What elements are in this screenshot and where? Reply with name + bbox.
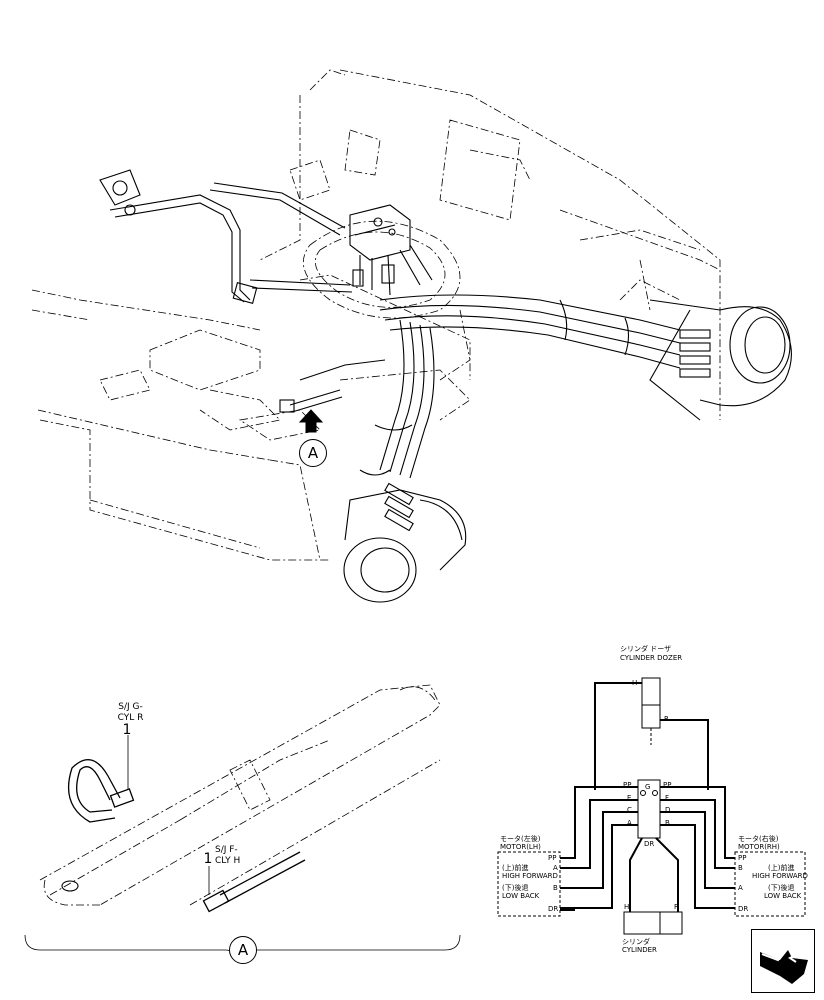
frame-phantom-lines [31,69,721,561]
right-port-b: B [738,864,743,872]
joint-b: B [665,819,670,827]
next-page-arrow-icon [760,942,809,984]
hose-2-label: S/J F- CLY H [215,845,241,866]
left-high-en: HIGH FORWARD [502,872,558,880]
right-travel-motor [649,299,792,421]
left-motor-jp: モータ(左後) [500,835,541,843]
upper-hose-assembly [99,169,353,304]
callout-a-detail: A [229,936,257,964]
hose-2-number: 1 [203,851,213,867]
joint-c: C [627,806,632,814]
right-high-en: HIGH FORWARD [752,872,808,880]
dozer-port-r: R [664,715,669,723]
dozer-cylinder-jp: シリンダ ドーザ [620,645,672,653]
right-port-pp: PP [738,854,747,862]
view-arrow [298,409,324,433]
hose-1-label-top: S/J G- CYL R [117,702,144,723]
left-motor-en: MOTOR(LH) [500,843,541,851]
callout-a-main: A [299,439,327,467]
right-hose-bundle [379,294,711,378]
bottom-cylinder-jp: シリンダ [622,938,650,946]
joint-pp-right: PP [663,781,672,789]
right-port-a: A [738,884,743,892]
hose-s-j-f-cly-h [202,851,306,913]
next-page-button[interactable] [751,929,815,993]
dozer-hose-fitting [279,359,386,413]
right-motor-jp: モータ(右後) [738,835,779,843]
bottom-port-h: H [624,903,630,911]
left-port-a: A [553,864,558,872]
joint-f: F [665,794,670,802]
left-port-dr: DR [548,905,559,913]
right-low-en: LOW BACK [764,892,802,900]
left-port-b: B [553,884,558,892]
right-low-jp: (下)後退 [768,884,795,892]
hose-1-number: 1 [122,722,132,738]
main-assembly-drawing [31,69,792,603]
joint-dr: DR [644,840,655,848]
bottom-cylinder-en: CYLINDER [622,946,657,954]
joint-e: E [627,794,632,802]
dozer-cylinder-en: CYLINDER DOZER [620,654,683,662]
left-travel-motor [343,489,467,603]
joint-pp-left: PP [623,781,632,789]
detail-cylinder-drawing [24,684,461,962]
bottom-port-r: R [674,903,679,911]
left-low-jp: (下)後退 [502,884,529,892]
joint-g: G [645,783,651,791]
left-port-pp: PP [548,854,557,862]
right-port-dr: DR [738,905,749,913]
center-swivel-joint [349,204,433,296]
joint-d: D [665,806,671,814]
dozer-port-h: H [632,679,638,687]
left-low-en: LOW BACK [502,892,540,900]
left-high-jp: (上)前進 [502,864,529,872]
hose-s-j-g-cyl-r [68,759,135,823]
hydraulic-schematic [497,677,806,935]
lower-hose-bundle [359,319,435,532]
joint-a: A [627,819,632,827]
right-motor-en: MOTOR(RH) [738,843,780,851]
right-high-jp: (上)前進 [768,864,795,872]
